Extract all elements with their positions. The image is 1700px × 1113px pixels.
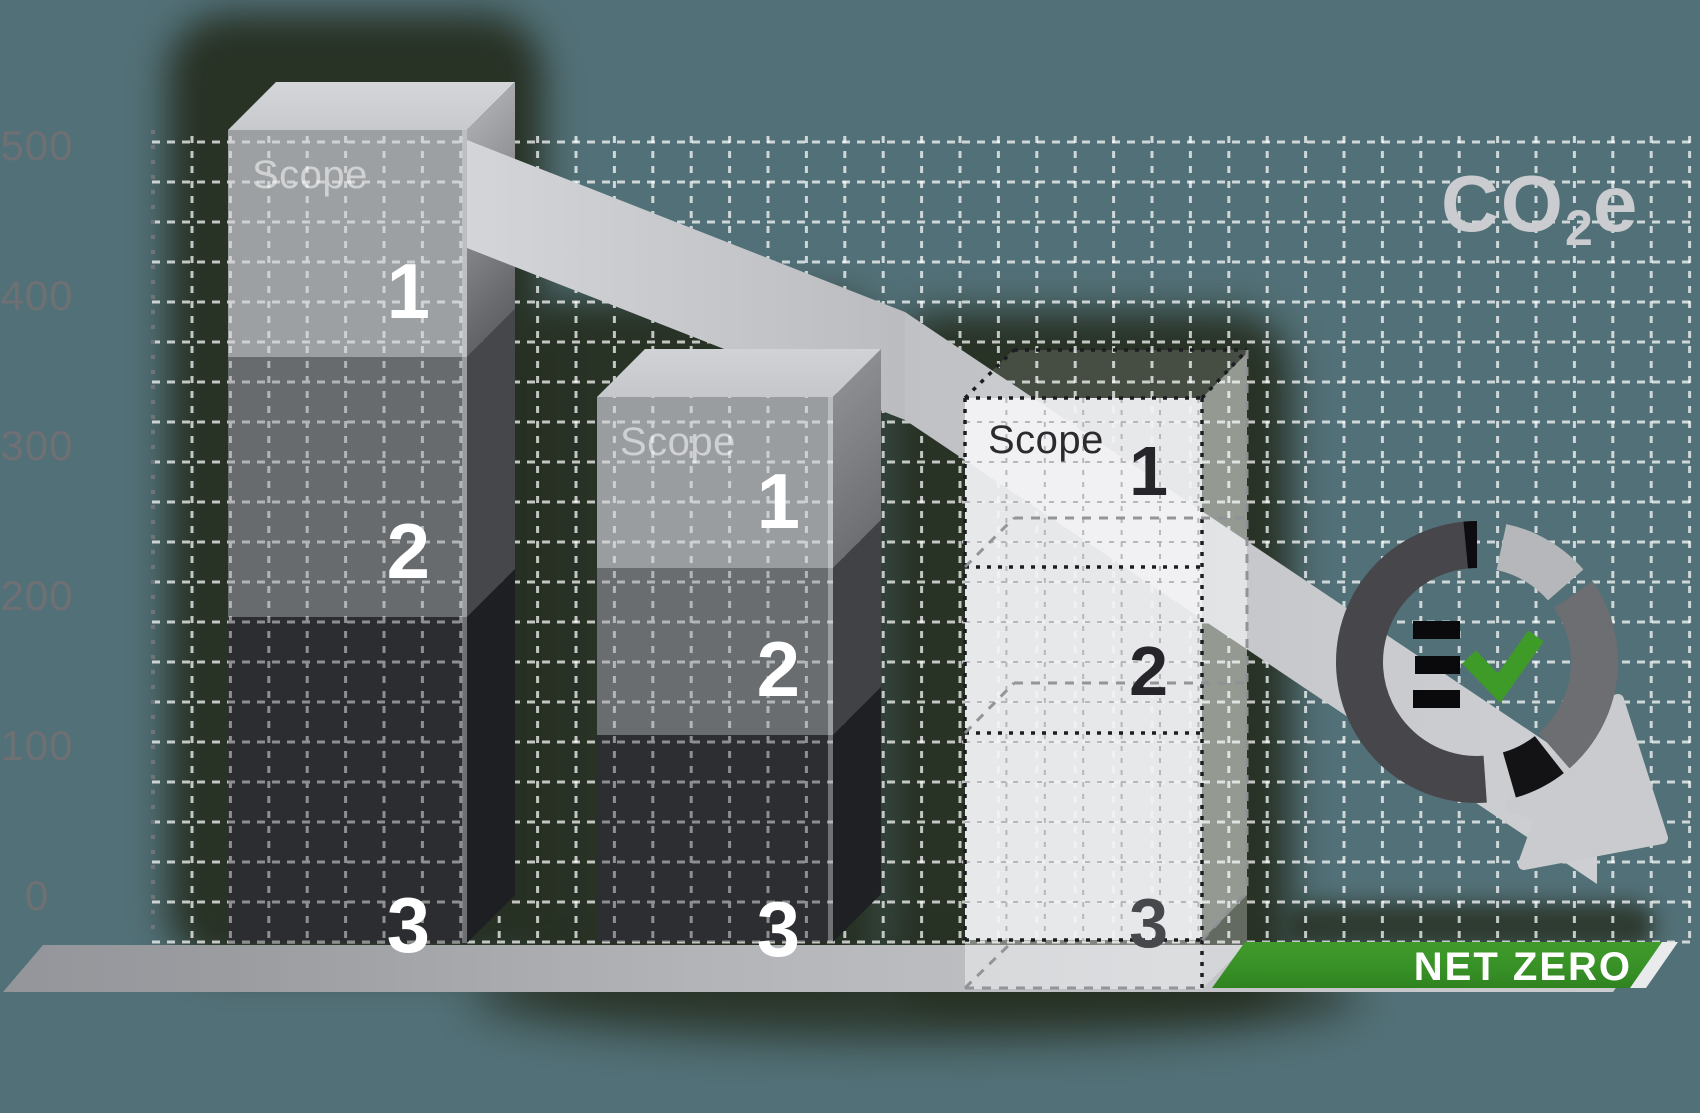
bar3-side-face [1202,353,1247,940]
bar1-scope1-number: 1 [386,247,430,335]
bar2-scope3-number: 3 [756,885,800,973]
bar1-scope-label: Scope [252,153,368,197]
bar3-scope1-number: 1 [1129,432,1168,510]
y-tick-500: 500 [0,122,74,169]
bar2-side-face [833,349,881,942]
bar2-scope2-number: 2 [756,625,800,713]
bar1-top-face [228,82,515,130]
bar3-scope3-number: 3 [1129,884,1168,962]
bar3-scope2-number: 2 [1129,632,1168,710]
y-tick-200: 200 [0,572,74,619]
bar1-scope3-number: 3 [386,881,430,969]
net-zero-banner [1212,942,1662,988]
bar2-scope1-number: 1 [756,457,800,545]
y-tick-0: 0 [24,872,50,919]
y-tick-400: 400 [0,272,74,319]
bar2-scope-label: Scope [620,420,736,464]
bar1-side-face [467,82,515,943]
y-tick-300: 300 [0,422,74,469]
y-tick-100: 100 [0,722,74,769]
co2e-watermark: CO2e [1441,159,1640,256]
bar1-scope2-number: 2 [386,507,430,595]
net-zero-label: NET ZERO [1413,945,1632,989]
bar2-front-face [597,397,833,942]
